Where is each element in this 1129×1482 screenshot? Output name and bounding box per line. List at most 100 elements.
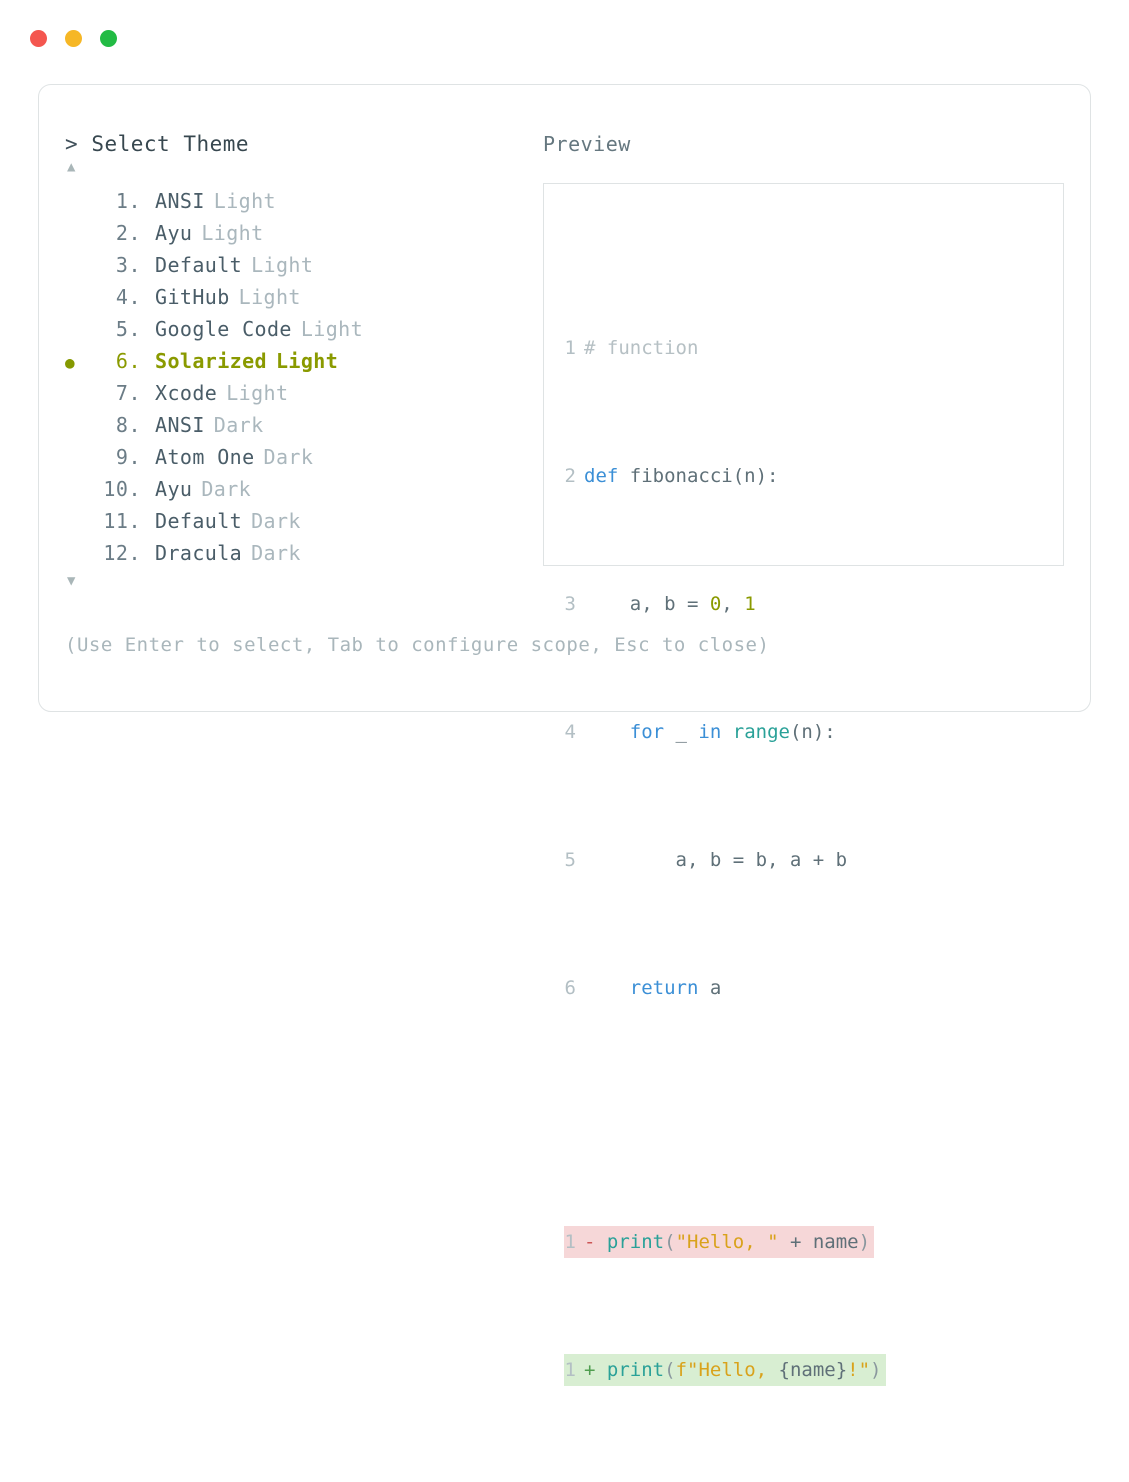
code-line: 3 a, b = 0, 1 [564, 588, 756, 620]
list-item-name: Dracula [155, 541, 243, 565]
code-block: 1 # function 2 def fibonacci(n): 3 a, b = … [544, 236, 1063, 1482]
list-item[interactable]: ● 10. Ayu Dark [65, 473, 535, 505]
list-item[interactable]: ● 1. ANSI Light [65, 185, 535, 217]
code-token-keyword: def [584, 465, 619, 487]
code-spacer [564, 1100, 1063, 1130]
code-token-punct: ( [664, 1231, 676, 1253]
list-item-name: Atom One [155, 445, 255, 469]
list-item[interactable]: ● 12. Dracula Dark [65, 537, 535, 569]
selection-bullet-icon: ● [65, 353, 75, 372]
diff-sign: + [584, 1359, 596, 1381]
list-item-name: Default [155, 253, 243, 277]
theme-list: ● 1. ANSI Light ● 2. Ayu Light ● 3. Defa… [65, 185, 535, 569]
prompt-caret-icon: > [65, 132, 79, 156]
scroll-up-icon[interactable]: ▲ [67, 159, 76, 175]
list-item-index: 6. [115, 349, 141, 373]
list-item-variant: Light [251, 253, 314, 277]
code-token-builtin: print [606, 1359, 665, 1381]
code-token-plain [584, 977, 630, 999]
line-number: 2 [564, 465, 576, 487]
selection-bullet-icon: ● [65, 443, 95, 475]
list-item-variant: Dark [263, 445, 314, 469]
list-item-name: ANSI [155, 189, 205, 213]
list-item-index: 10. [103, 477, 141, 501]
preview-label: Preview [543, 132, 631, 156]
code-token-plain: _ [664, 721, 699, 743]
selection-bullet-icon: ● [65, 411, 95, 443]
list-item[interactable]: ● 2. Ayu Light [65, 217, 535, 249]
list-item-name: Default [155, 509, 243, 533]
close-window-button[interactable] [30, 30, 47, 47]
list-item[interactable]: ● 11. Default Dark [65, 505, 535, 537]
theme-picker-card: > Select Theme ▲ ● 1. ANSI Light ● 2. Ay… [38, 84, 1091, 1386]
code-token-punct: ( [664, 1359, 676, 1381]
code-token-plain: fibonacci(n): [618, 465, 779, 487]
list-item[interactable]: ● 3. Default Light [65, 249, 535, 281]
list-item-index: 7. [115, 381, 141, 405]
code-token-keyword: for [629, 721, 665, 743]
code-token-string: !" [847, 1359, 871, 1381]
code-token-punct: ) [870, 1359, 882, 1381]
preview-code-box: 1 # function 2 def fibonacci(n): 3 a, b = … [543, 183, 1064, 1386]
window-traffic-lights [30, 30, 117, 47]
list-item-variant: Light [201, 221, 264, 245]
list-item-name: ANSI [155, 413, 205, 437]
minimize-window-button[interactable] [65, 30, 82, 47]
line-number: 5 [564, 849, 576, 871]
page-title: Select Theme [91, 132, 250, 156]
diff-line-insertion: 1+ print(f"Hello, {name}!") [564, 1354, 886, 1386]
maximize-window-button[interactable] [100, 30, 117, 47]
code-token-plain [721, 721, 732, 743]
list-item-name: Solarized [155, 349, 267, 373]
selection-bullet-icon: ● [65, 507, 95, 539]
theme-selection-panel: > Select Theme ▲ ● 1. ANSI Light ● 2. Ay… [65, 131, 535, 593]
list-item[interactable]: ● 4. GitHub Light [65, 281, 535, 313]
code-token-plain: a [698, 977, 722, 999]
list-item-index: 12. [103, 541, 141, 565]
list-item[interactable]: ● 5. Google Code Light [65, 313, 535, 345]
line-number: 1 [564, 1359, 576, 1381]
line-number: 6 [564, 977, 576, 999]
preview-panel: Preview 1 # function 2 def fibonacci(n): 3… [543, 131, 1067, 1386]
line-number: 4 [564, 721, 576, 743]
list-item-name: GitHub [155, 285, 230, 309]
code-token-plain: a, b = [584, 593, 710, 615]
selection-bullet-icon: ● [65, 379, 95, 411]
diff-sign: - [584, 1231, 596, 1253]
scroll-down-icon[interactable]: ▼ [67, 573, 76, 589]
list-item-name: Xcode [155, 381, 218, 405]
list-item[interactable]: ● 8. ANSI Dark [65, 409, 535, 441]
code-token-builtin: range [732, 721, 790, 743]
selection-bullet-icon: ● [65, 187, 95, 219]
code-line: 4 for _ in range(n): [564, 716, 836, 748]
line-number: 3 [564, 593, 576, 615]
list-item-index: 9. [115, 445, 141, 469]
list-item-variant: Dark [251, 541, 301, 565]
list-item-variant: Dark [251, 509, 301, 533]
selection-bullet-icon: ● [65, 315, 95, 347]
list-item-index: 3. [115, 253, 141, 277]
list-item-name: Google Code [155, 317, 292, 341]
list-item[interactable]: ● 7. Xcode Light [65, 377, 535, 409]
diff-line-deletion: 1- print("Hello, " + name) [564, 1226, 875, 1258]
code-line: 2 def fibonacci(n): [564, 460, 779, 492]
code-token-comment: # function [584, 337, 699, 359]
list-item-variant: Dark [213, 413, 264, 437]
list-item-variant: Light [275, 349, 339, 373]
list-item-index: 1. [115, 189, 141, 213]
code-token-plain [584, 721, 630, 743]
code-token-keyword: in [698, 721, 722, 743]
list-item[interactable]: ● 9. Atom One Dark [65, 441, 535, 473]
code-token-builtin: print [606, 1231, 665, 1253]
code-token-plain: + name [778, 1231, 859, 1253]
list-item-name: Ayu [155, 221, 193, 245]
code-token-plain: {name} [778, 1359, 848, 1381]
selection-bullet-icon: ● [65, 475, 95, 507]
code-token-plain: , [721, 593, 745, 615]
selection-bullet-icon: ● [65, 219, 95, 251]
list-item-selected[interactable]: ● 6. Solarized Light [65, 345, 535, 377]
list-item-variant: Light [213, 189, 276, 213]
footer-help-text: (Use Enter to select, Tab to configure s… [65, 634, 770, 656]
list-item-variant: Light [300, 317, 364, 341]
list-item-index: 5. [115, 317, 141, 341]
